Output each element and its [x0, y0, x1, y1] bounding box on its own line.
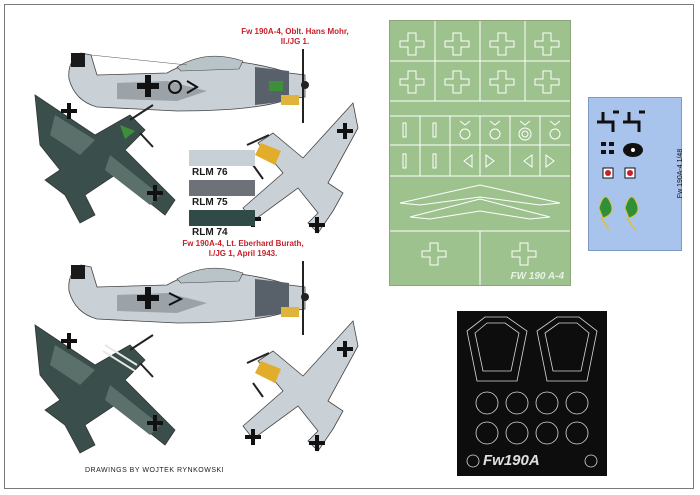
instruction-sheet: Fw 190A-4, Oblt. Hans Mohr, II./JG 1. RL… — [4, 4, 694, 489]
profile-caption-1: Fw 190A-4, Oblt. Hans Mohr, II./JG 1. — [215, 27, 375, 47]
black-mask-drawing — [466, 316, 598, 468]
swatch-rlm-75 — [189, 180, 255, 196]
blue-decal-sheet: Fw 190A-4 1/48 — [588, 97, 684, 251]
caption-line: II./JG 1. — [280, 37, 310, 46]
swatch-rlm-74 — [189, 210, 255, 226]
swatch-rlm-76 — [189, 150, 255, 166]
rlm-74-label: RLM 74 — [192, 227, 228, 238]
decal-drawing — [597, 110, 645, 231]
profile-top-view-2 — [34, 324, 176, 454]
rlm-75-label: RLM 75 — [192, 197, 228, 208]
profile-bottom-view-2 — [242, 320, 359, 452]
green-mask-label: FW 190 A-4 — [510, 271, 564, 282]
drawing-credit: DRAWINGS BY WOJTEK RYNKOWSKI — [85, 467, 225, 474]
caption-line: I./JG 1, April 1943. — [208, 249, 278, 258]
black-mask-label: Fw190A — [483, 452, 540, 469]
green-mask-sheet: FW 190 A-4 — [389, 20, 571, 286]
rlm-76-label: RLM 76 — [192, 167, 228, 178]
blue-decal-label: Fw 190A-4 1/48 — [676, 148, 684, 199]
black-mask-sheet: Fw190A — [457, 311, 607, 476]
green-mask-drawing — [390, 21, 570, 285]
profile-caption-2: Fw 190A-4, Lt. Eberhard Burath, I./JG 1,… — [163, 239, 323, 259]
caption-line: Fw 190A-4, Lt. Eberhard Burath, — [182, 239, 304, 248]
profile-side-view-1 — [68, 49, 309, 123]
profile-side-view-2 — [68, 261, 309, 335]
caption-line: Fw 190A-4, Oblt. Hans Mohr, — [241, 27, 349, 36]
profile-top-view-1 — [34, 94, 176, 224]
